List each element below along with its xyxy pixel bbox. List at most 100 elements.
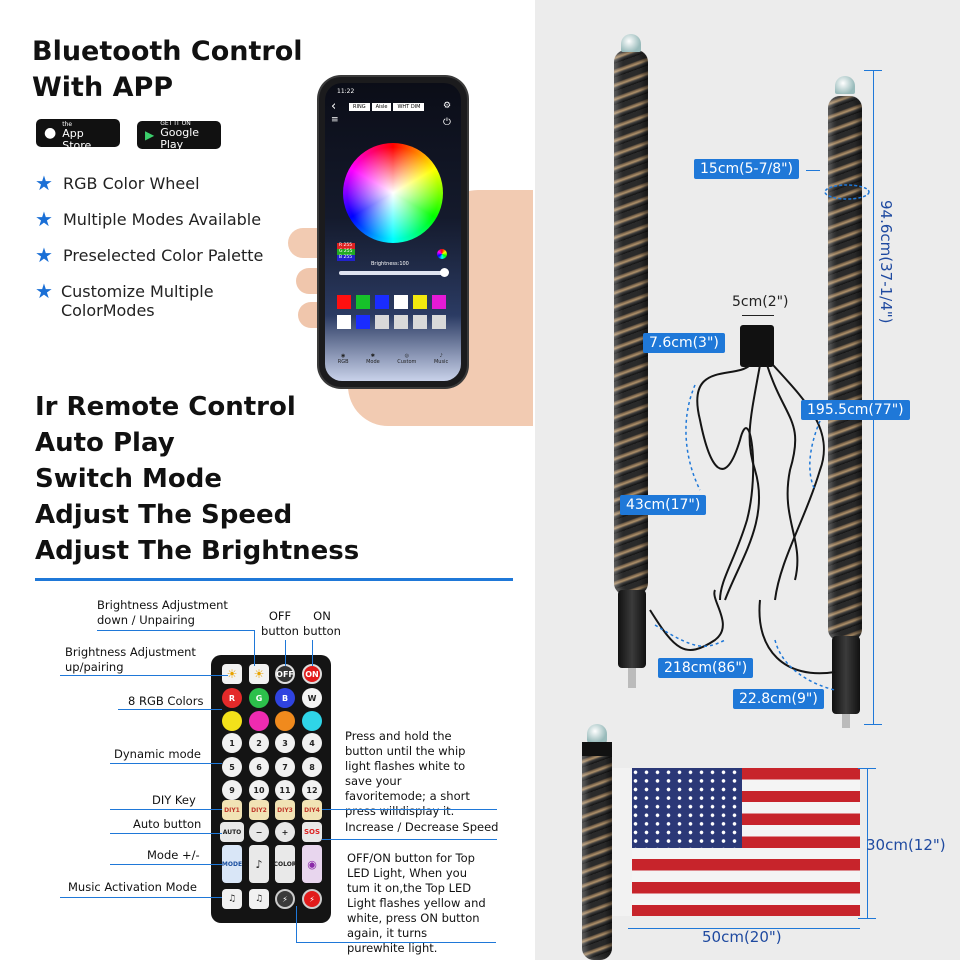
cyan-button[interactable]	[302, 711, 322, 731]
music-activation-2-button[interactable]: ♫	[249, 889, 269, 909]
music-mode-icon[interactable]: ♪	[249, 845, 269, 883]
preset-swatch[interactable]	[356, 295, 370, 309]
brightness-slider[interactable]	[339, 271, 447, 275]
preset-swatch[interactable]	[356, 315, 370, 329]
orange-button[interactable]	[275, 711, 295, 731]
rgb-readout: R 255 G 255 B 255	[337, 243, 355, 261]
nav-custom[interactable]: ◎Custom	[397, 353, 416, 365]
tab-wht-dim[interactable]: WHT DIM	[393, 103, 425, 111]
whip-light-right	[828, 96, 862, 641]
color-wheel[interactable]	[343, 143, 443, 243]
pink-button[interactable]	[249, 711, 269, 731]
google-play-badge[interactable]: ▶ GET IT ON Google Play	[137, 119, 221, 150]
mic-button[interactable]: ◉	[302, 845, 322, 883]
preset-swatch[interactable]	[432, 295, 446, 309]
preset-palette	[337, 295, 453, 329]
flag-whip	[582, 740, 612, 960]
auto-button[interactable]: AUTO	[220, 822, 244, 842]
flag-canton	[630, 768, 742, 848]
label-hold-save: Press and hold the button until the whip…	[345, 729, 470, 818]
off-button[interactable]: OFF	[275, 664, 295, 684]
dim-flag-width: 50cm(20")	[702, 928, 782, 946]
mode-6-button[interactable]: 6	[249, 757, 269, 777]
preset-swatch[interactable]	[375, 315, 389, 329]
google-play-small: GET IT ON	[160, 119, 191, 127]
label-diy-key: DIY Key	[152, 793, 196, 807]
preset-swatch[interactable]	[432, 315, 446, 329]
feature-label: Customize Multiple ColorModes	[60, 282, 214, 320]
green-button[interactable]: G	[249, 688, 269, 708]
mode-button[interactable]: MODE	[222, 845, 242, 883]
diy-4-button[interactable]: DIY4	[302, 800, 322, 820]
r-value: R 255	[337, 243, 355, 249]
top-light-on-button[interactable]: ⚡	[302, 889, 322, 909]
app-store-badge[interactable]: ● Download on the App Store	[36, 114, 120, 152]
dim-wire-43: 43cm(17")	[620, 495, 707, 515]
preset-swatch[interactable]	[413, 295, 427, 309]
brightness-down-button[interactable]: ☀	[222, 664, 242, 684]
mode-5-button[interactable]: 5	[222, 757, 242, 777]
diy-2-button[interactable]: DIY2	[249, 800, 269, 820]
tab-aisle[interactable]: Aisle	[371, 103, 392, 111]
mode-4-button[interactable]: 4	[302, 733, 322, 753]
blue-button[interactable]: B	[275, 688, 295, 708]
speed-down-button[interactable]: −	[249, 822, 269, 842]
brightness-up-button[interactable]: ☀	[249, 664, 269, 684]
mode-10-button[interactable]: 10	[249, 780, 269, 800]
preset-swatch[interactable]	[413, 315, 427, 329]
sos-button[interactable]: SOS	[302, 822, 322, 842]
color-button[interactable]: COLOR	[274, 845, 296, 883]
menu-icon[interactable]: ≡	[331, 115, 339, 125]
preset-swatch[interactable]	[375, 295, 389, 309]
nav-music[interactable]: ♪Music	[434, 353, 448, 365]
preset-swatch[interactable]	[337, 295, 351, 309]
mode-8-button[interactable]: 8	[302, 757, 322, 777]
top-light-off-button[interactable]: ⚡	[275, 889, 295, 909]
ir-line: Adjust The Speed	[35, 500, 293, 530]
dim-whip-length: 94.6cm(37-1/4")	[877, 200, 897, 360]
white-button[interactable]: W	[302, 688, 322, 708]
power-icon[interactable]: ⏻	[443, 117, 451, 128]
nav-mode[interactable]: ✱Mode	[366, 353, 380, 365]
dim-wire-218: 218cm(86")	[658, 658, 754, 678]
mode-9-button[interactable]: 9	[222, 780, 242, 800]
preset-swatch[interactable]	[337, 315, 351, 329]
music-activation-1-button[interactable]: ♫	[222, 889, 242, 909]
on-button[interactable]: ON	[302, 664, 322, 684]
diy-3-button[interactable]: DIY3	[275, 800, 295, 820]
settings-icon[interactable]: ⚙	[443, 101, 452, 111]
mode-12-button[interactable]: 12	[302, 780, 322, 800]
ir-line: Auto Play	[35, 428, 175, 458]
flag-sleeve	[612, 768, 632, 916]
dim-whip-top: 15cm(5-7/8")	[694, 159, 800, 179]
red-button[interactable]: R	[222, 688, 242, 708]
tab-ring[interactable]: RING	[349, 103, 370, 111]
mode-7-button[interactable]: 7	[275, 757, 295, 777]
preset-swatch[interactable]	[394, 295, 408, 309]
title-line-2: With APP	[32, 72, 174, 103]
dim-wire-1955: 195.5cm(77")	[801, 400, 910, 420]
back-icon[interactable]: ‹	[331, 99, 337, 114]
star-icon: ★	[35, 279, 53, 303]
brightness-label: Brightness:100	[371, 261, 409, 267]
whip-base-right	[832, 636, 860, 714]
dim-flag-height: 30cm(12")	[866, 836, 946, 854]
mode-11-button[interactable]: 11	[275, 780, 295, 800]
flag-whip-dome	[587, 724, 607, 742]
diy-1-button[interactable]: DIY1	[222, 800, 242, 820]
star-icon: ★	[35, 171, 53, 195]
speed-up-button[interactable]: +	[275, 822, 295, 842]
brightness-slider-thumb[interactable]	[440, 268, 449, 277]
yellow-button[interactable]	[222, 711, 242, 731]
custom-icon: ◎	[404, 353, 410, 359]
nav-rgb[interactable]: ◉RGB	[338, 353, 349, 365]
mode-2-button[interactable]: 2	[249, 733, 269, 753]
mode-1-button[interactable]: 1	[222, 733, 242, 753]
dim-box-width: 5cm(2")	[732, 294, 789, 310]
section-divider	[35, 578, 513, 581]
preset-swatch[interactable]	[394, 315, 408, 329]
feature-label: Preselected Color Palette	[63, 246, 264, 265]
label-rgb-colors: 8 RGB Colors	[128, 694, 204, 708]
palette-wheel-icon[interactable]	[437, 249, 447, 259]
mode-3-button[interactable]: 3	[275, 733, 295, 753]
